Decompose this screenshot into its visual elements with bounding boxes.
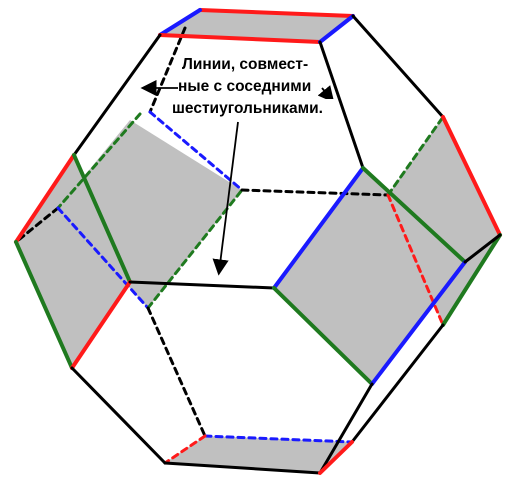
annotation-arrows [140,79,335,276]
hidden-edges [14,26,445,465]
square-face-left [16,155,130,368]
square-face-right [388,117,500,325]
caption-line-2: ные с соседними [178,78,311,95]
caption-bg-1 [180,55,315,72]
square-face-top [160,10,353,42]
square-face-upper-left [58,120,242,308]
caption-line-1: Линии, совмест- [182,56,308,73]
square-face-bottom [165,436,352,473]
caption-line-3: шестиугольниками. [172,100,323,117]
caption-bg-2 [180,77,320,94]
visible-edges [14,8,502,475]
caption-bg-3 [170,99,336,118]
